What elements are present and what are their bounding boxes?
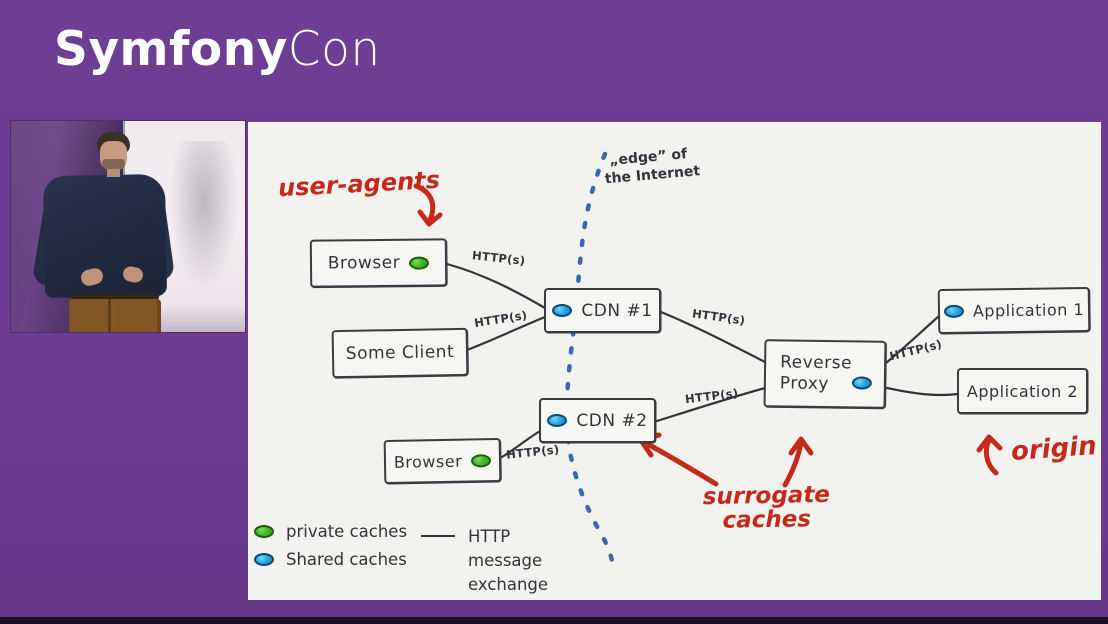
node-app2: Application 2 (957, 368, 1088, 414)
presenter-video (11, 121, 245, 332)
node-some-client: Some Client (331, 327, 469, 379)
whiteboard-slide: Browser Some Client CDN #1 CDN #2 Browse… (248, 122, 1101, 600)
http-connector-lines (445, 262, 960, 459)
node-reverse-proxy-label: Reverse Proxy (779, 352, 853, 395)
legend-shared-label: Shared caches (286, 550, 407, 569)
legend: private caches Shared caches HTTP messag… (254, 522, 548, 594)
node-cdn1-label: CDN #1 (581, 300, 653, 321)
surrogate-arrowhead-reverse-proxy (788, 436, 814, 456)
legend-http-line1: HTTP message (468, 527, 543, 570)
node-reverse-proxy: Reverse Proxy (763, 339, 887, 409)
line-some-client-to-cdn1 (465, 315, 547, 352)
presenter-figure (11, 121, 245, 332)
shared-cache-dot-icon (254, 553, 274, 566)
presenter-neck (107, 169, 120, 177)
node-browser-top: Browser (309, 238, 448, 288)
legend-line-sample-icon (421, 535, 455, 537)
line-cdn2-to-reverse-proxy (655, 386, 767, 423)
presenter-right-leg (117, 299, 157, 332)
origin-arrowhead (976, 434, 1003, 453)
line-reverse-proxy-to-app2 (885, 386, 960, 397)
node-browser-bottom-label: Browser (393, 451, 463, 472)
surrogate-caches-note: surrogate caches (702, 481, 831, 534)
legend-private-caches: private caches (254, 522, 407, 541)
origin-note: origin (1010, 431, 1098, 467)
line-browser-bottom-to-cdn2 (500, 429, 542, 459)
node-browser-bottom: Browser (383, 437, 502, 485)
origin-arrow (983, 437, 999, 476)
shared-cache-dot-icon (943, 304, 965, 318)
line-browser-top-to-cdn1 (445, 262, 547, 310)
shared-cache-dot-icon (547, 414, 568, 427)
logo-text-symfony: Symfony (54, 22, 288, 77)
node-some-client-label: Some Client (345, 342, 455, 364)
legend-private-label: private caches (286, 522, 408, 541)
edge-of-internet-note: „edge” of the Internet (604, 144, 701, 188)
shared-cache-dot-icon (552, 304, 573, 317)
node-cdn1: CDN #1 (544, 288, 661, 333)
red-annotation-arrows (413, 183, 1003, 488)
legend-http-message: HTTP message exchange (421, 525, 549, 597)
shared-cache-dot-icon (851, 376, 872, 390)
surrogate-line2: caches (722, 506, 812, 534)
user-agents-arrowhead (417, 209, 443, 227)
presenter-shadow (169, 141, 239, 291)
surrogate-arrow-to-cdn2 (641, 439, 719, 487)
node-browser-top-label: Browser (327, 252, 401, 274)
surrogate-line1: surrogate (702, 481, 831, 511)
edge-of-internet-dashed-line (564, 151, 617, 573)
node-app2-label: Application 2 (966, 381, 1079, 401)
private-cache-dot-icon (409, 255, 430, 270)
node-cdn2-label: CDN #2 (576, 410, 648, 431)
surrogate-arrow-to-reverse-proxy (782, 439, 804, 488)
symfonycon-logo: SymfonyCon (54, 22, 381, 77)
presenter-beard (102, 159, 125, 172)
node-app1-label: Application 1 (972, 300, 1085, 321)
legend-shared-caches: Shared caches (254, 550, 407, 569)
node-cdn2: CDN #2 (539, 398, 656, 443)
line-cdn1-to-reverse-proxy (659, 310, 767, 364)
private-cache-dot-icon (471, 453, 492, 467)
legend-http-line2: exchange (468, 574, 549, 594)
presenter-shirt (42, 173, 168, 299)
line-reverse-proxy-to-app1 (884, 314, 941, 365)
logo-text-con: Con (287, 22, 381, 77)
presenter-belt (71, 293, 159, 300)
bottom-dark-strip (0, 617, 1108, 624)
private-cache-dot-icon (254, 525, 274, 538)
node-app1: Application 1 (937, 286, 1091, 335)
user-agents-arrow (413, 183, 436, 225)
presenter-left-leg (71, 299, 111, 332)
